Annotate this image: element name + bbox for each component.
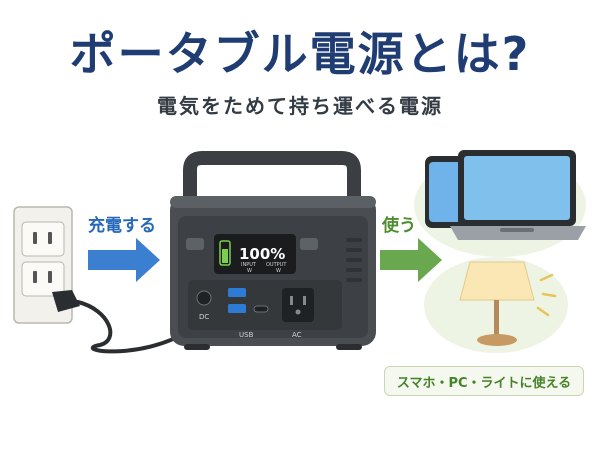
output-unit: W xyxy=(276,268,281,274)
lamp-icon xyxy=(424,257,568,353)
use-arrow-icon xyxy=(380,238,442,282)
usage-caption: スマホ・PC・ライトに使える xyxy=(384,366,584,396)
output-label: OUTPUT xyxy=(266,262,287,268)
power-station-icon xyxy=(170,151,376,350)
phone-laptop-icon xyxy=(414,150,586,257)
input-label: INPUT xyxy=(241,262,256,268)
page-title: ポータブル電源とは? xyxy=(69,27,531,81)
ac-port-label: AC xyxy=(292,331,302,339)
dc-port-label: DC xyxy=(199,313,210,321)
usb-port-label: USB xyxy=(239,331,254,339)
use-label: 使う xyxy=(382,216,416,236)
battery-percent: 100% xyxy=(239,245,286,263)
page-subtitle: 電気をためて持ち運べる電源 xyxy=(157,94,443,118)
wall-outlet-icon xyxy=(13,206,73,324)
input-unit: W xyxy=(247,268,252,274)
charge-label: 充電する xyxy=(88,216,156,236)
charge-arrow-icon xyxy=(88,238,160,282)
